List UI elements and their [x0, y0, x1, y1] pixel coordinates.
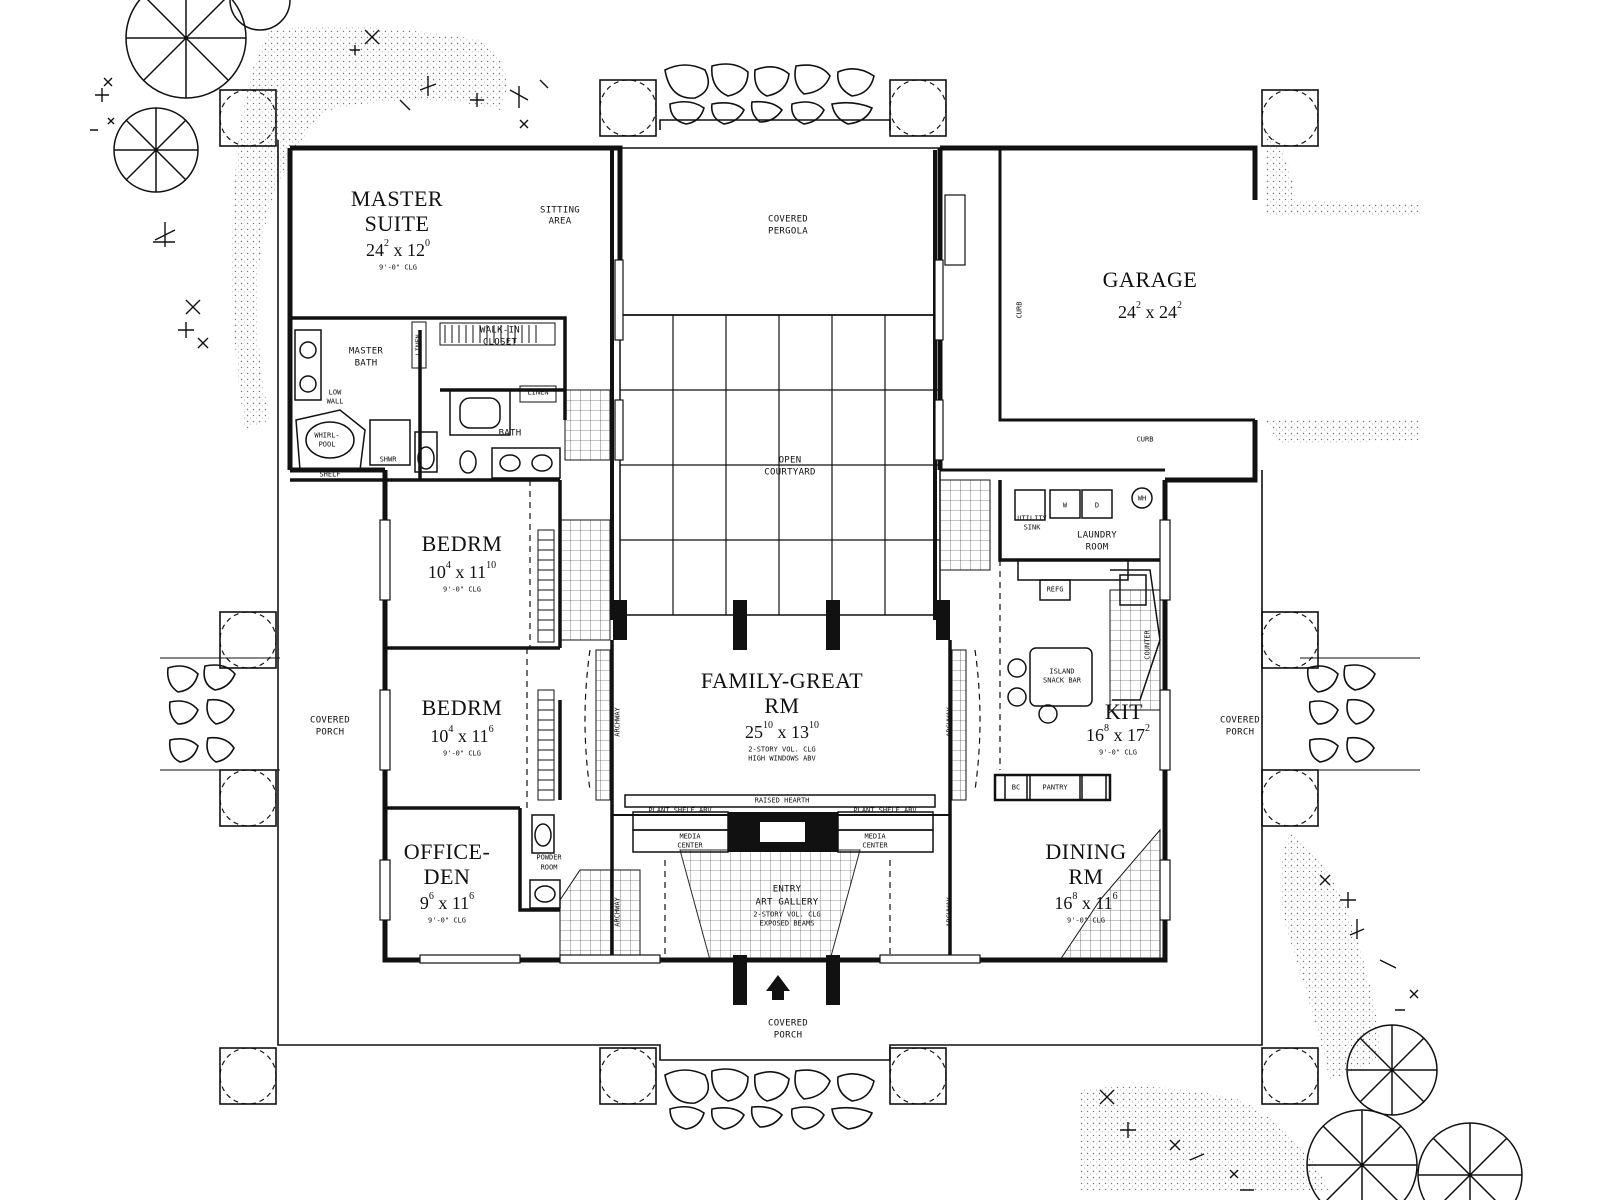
structural-piers: [613, 600, 950, 1005]
bath-fixtures: [294, 329, 561, 909]
archway-openings: [526, 480, 1001, 960]
landscape-trees: [113, 0, 1523, 1200]
fireplace-media: [624, 794, 936, 853]
landscape-shrubs: [90, 29, 1419, 1191]
kitchen-laundry: [1004, 487, 1161, 801]
windows: [379, 194, 1171, 964]
column-circles: [219, 79, 1319, 1105]
flagstone-paving: [160, 63, 1420, 1130]
landscape-gravel: [231, 26, 1420, 1190]
courtyard: [610, 147, 941, 620]
tile-floors: [559, 389, 1161, 961]
closet-shelving: [411, 321, 557, 801]
